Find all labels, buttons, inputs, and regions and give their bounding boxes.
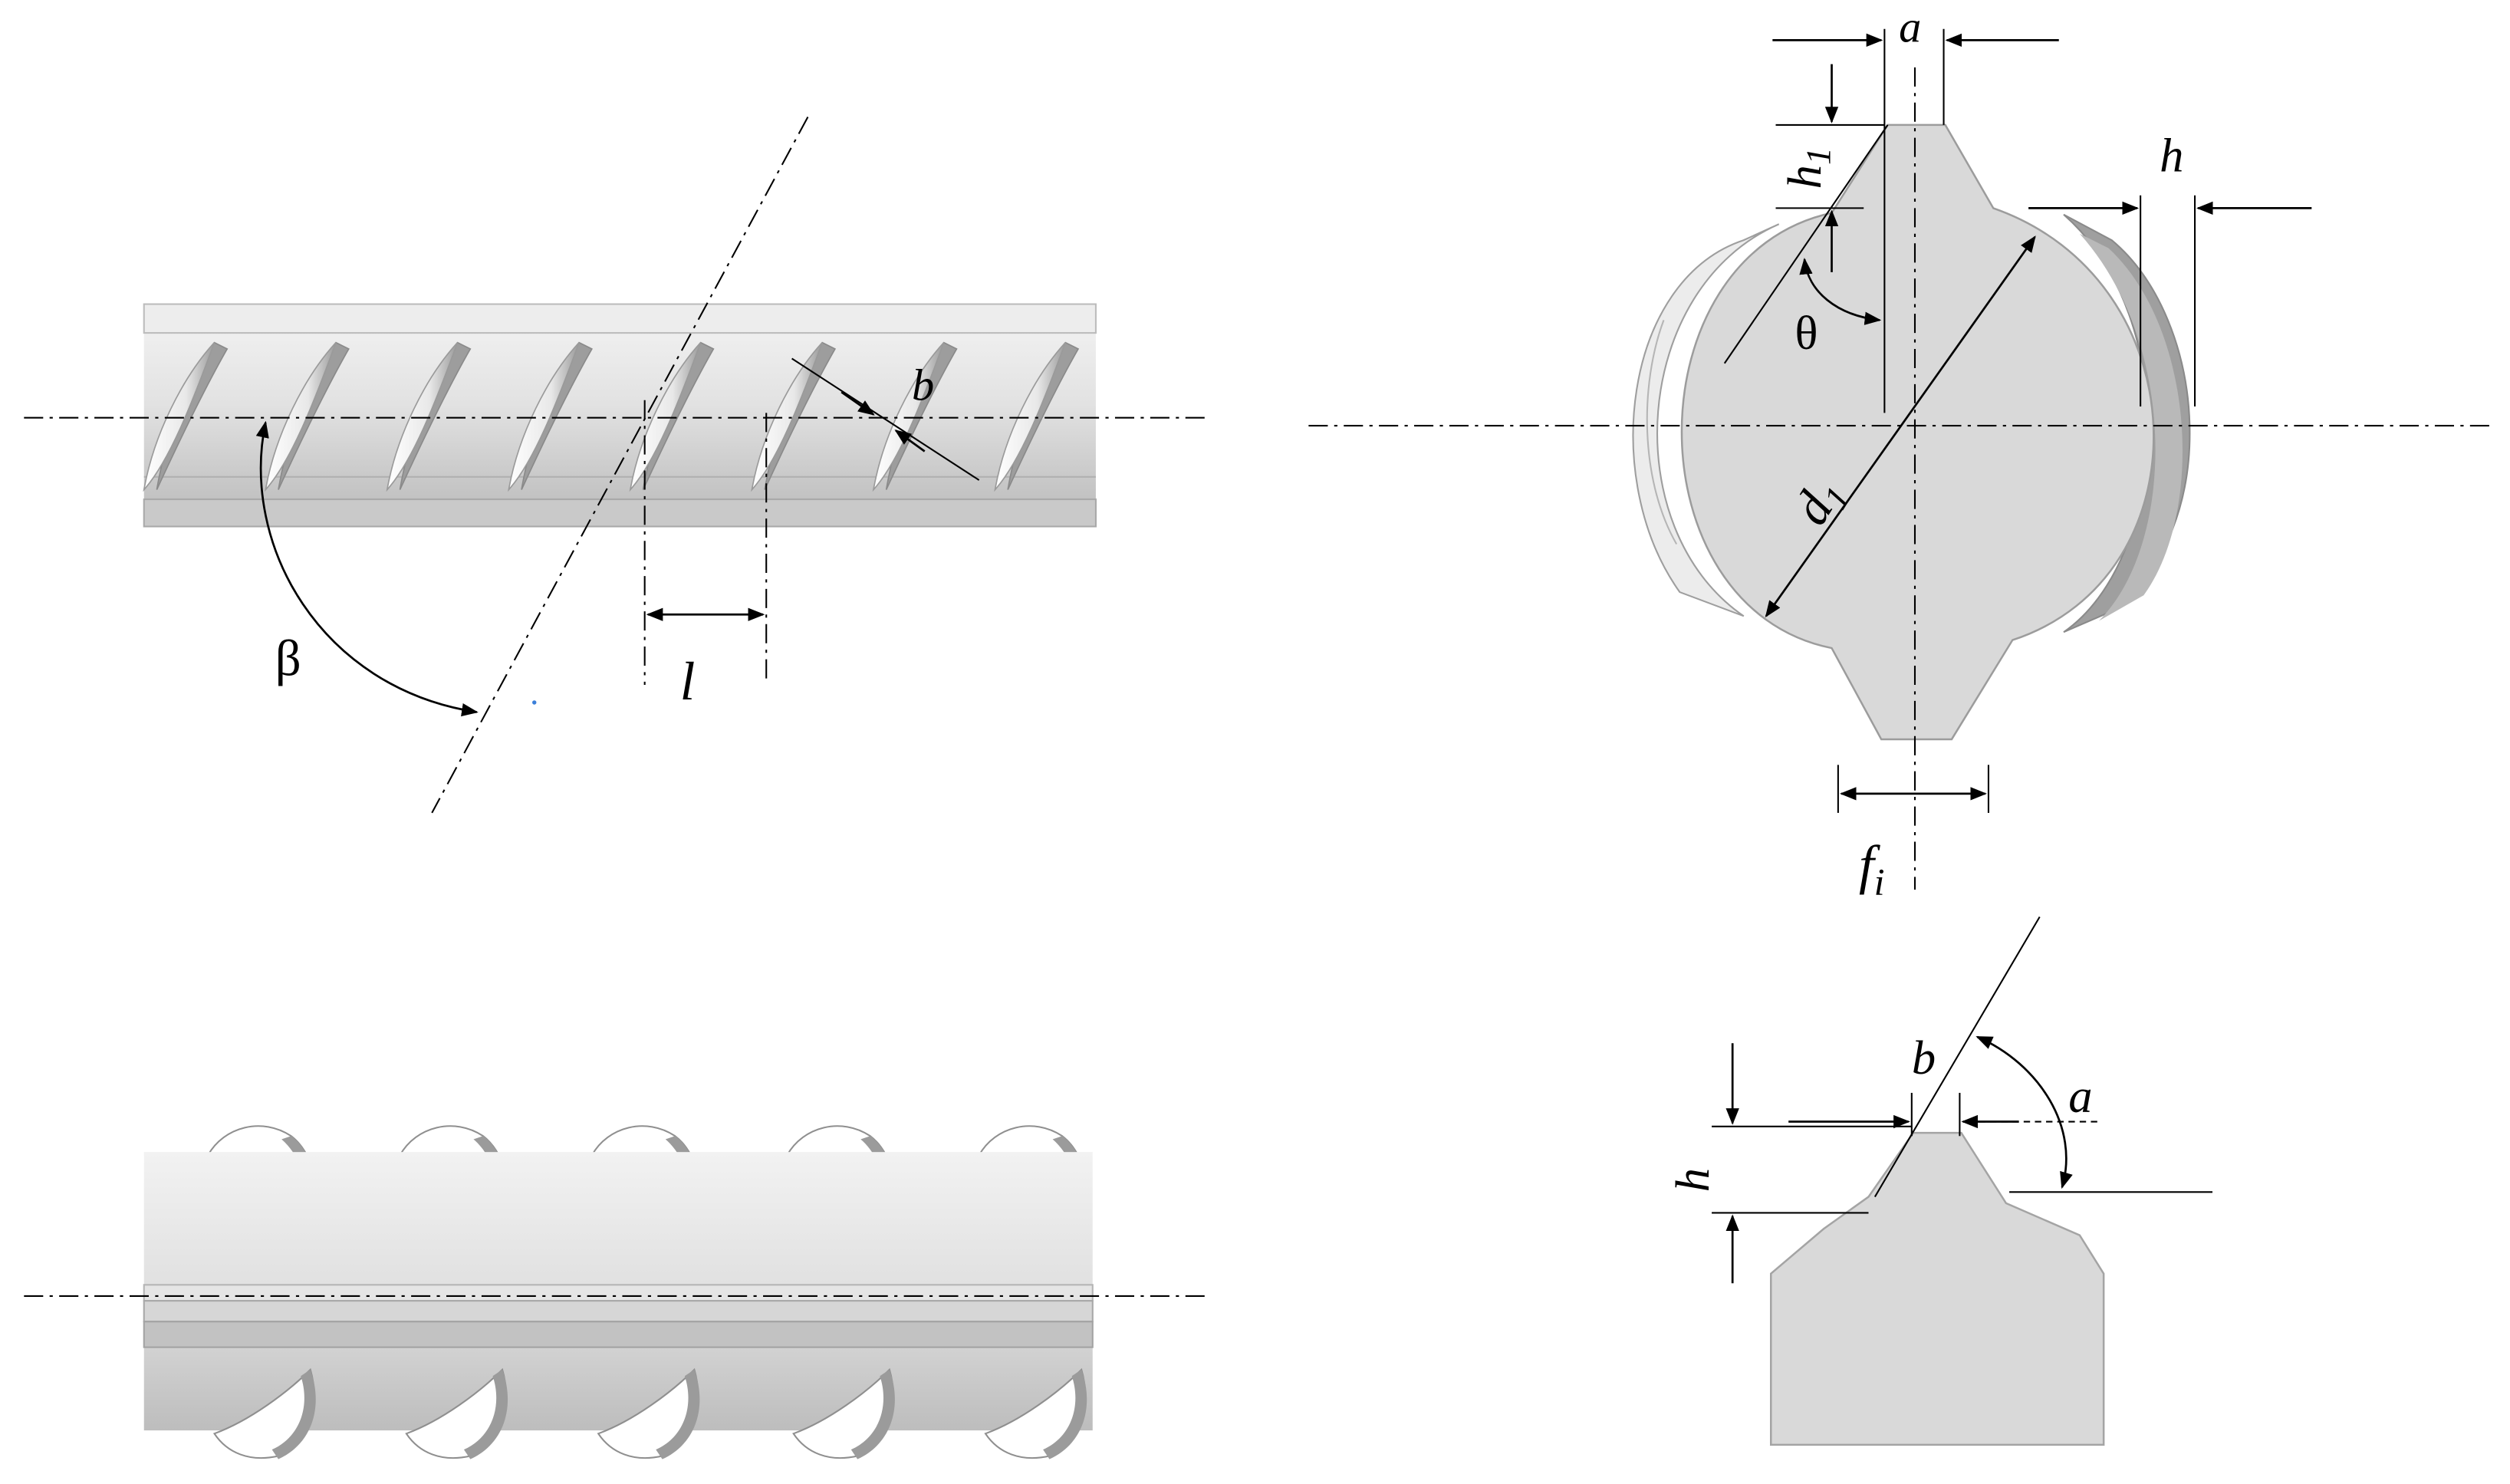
lower-rib xyxy=(212,1367,316,1459)
rib-profile xyxy=(1769,1131,2105,1446)
label-fi: fi xyxy=(1859,836,1885,903)
rib-profile-shape xyxy=(1769,1131,2105,1446)
label-a-rib: a xyxy=(2068,1069,2092,1123)
angle-arc-a xyxy=(1975,1035,2073,1190)
label-h1: h1 xyxy=(1778,147,1838,189)
transverse-ribs xyxy=(143,341,1080,492)
label-b-top: b xyxy=(912,360,934,410)
side-view-bottom xyxy=(143,1125,1094,1459)
label-theta: θ xyxy=(1795,306,1818,360)
rib xyxy=(143,341,229,492)
bar-bottom-edge xyxy=(143,499,1097,528)
rib-axis-line xyxy=(431,116,809,814)
cross-section xyxy=(1632,123,2191,741)
lower-ribs xyxy=(212,1367,1087,1459)
dimension-arrow-d1 xyxy=(1765,235,2036,618)
rib xyxy=(508,341,593,492)
label-h-rib: h xyxy=(1666,1168,1719,1192)
lower-rib xyxy=(984,1367,1087,1459)
rib xyxy=(629,341,715,492)
side-view-top xyxy=(143,303,1097,528)
label-b-rib: b xyxy=(1912,1031,1936,1084)
rib-angle-line xyxy=(1873,916,2041,1198)
cross-section-face xyxy=(1680,123,2155,741)
lower-rib xyxy=(405,1367,508,1459)
angle-arc-beta xyxy=(255,420,479,717)
label-l: l xyxy=(680,652,696,712)
lower-rib xyxy=(597,1367,700,1459)
label-a-top: a xyxy=(1899,2,1921,51)
rib xyxy=(751,341,837,492)
label-beta: β xyxy=(275,631,301,687)
bar-body xyxy=(143,304,1096,527)
label-h-right: h xyxy=(2160,128,2183,182)
rib xyxy=(994,341,1080,492)
bar-top-edge xyxy=(143,303,1097,334)
dimension-arrow-b-top xyxy=(841,391,875,416)
rib-width-extension xyxy=(791,357,980,481)
lower-rib xyxy=(792,1367,895,1459)
rib xyxy=(872,341,958,492)
